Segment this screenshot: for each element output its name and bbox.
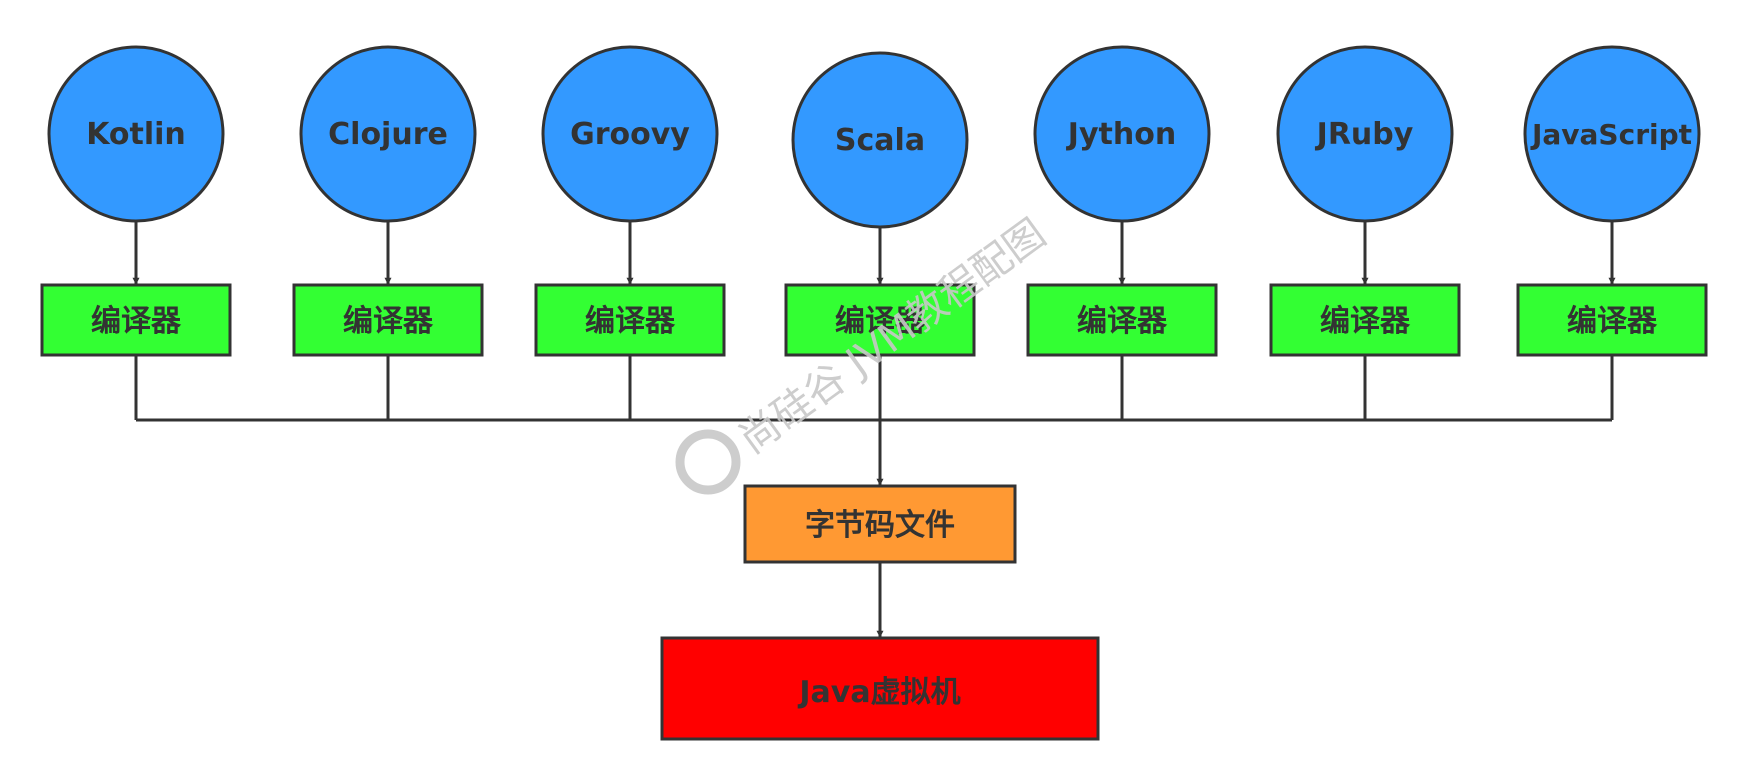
compiler-label: 编译器 (91, 304, 182, 339)
watermark-logo-icon (675, 429, 741, 495)
compiler-box (784, 283, 976, 357)
language-circle (1523, 45, 1701, 223)
node-layer: Kotlin 编译器 Clojure 编译器 Groovy 编译器 Scala 编译器 Jyth… (40, 45, 1708, 357)
compiler-label: 编译器 (1077, 304, 1168, 339)
compiler-label: 编译器 (1320, 304, 1411, 339)
language-node-clojure: Clojure (299, 45, 477, 223)
jvm-node: Java虚拟机 (660, 636, 1100, 741)
language-circle (299, 45, 477, 223)
language-node-jython: Jython (1033, 45, 1211, 223)
language-node-javascript: JavaScript (1523, 45, 1701, 223)
compiler-node: 编译器 (1269, 283, 1461, 357)
compiler-box (292, 283, 484, 357)
jvm-label: Java虚拟机 (797, 675, 960, 710)
language-node-groovy: Groovy (541, 45, 719, 223)
language-label: Groovy (570, 117, 690, 152)
compiler-label: 编译器 (1567, 304, 1658, 339)
bytecode-node: 字节码文件 (743, 484, 1017, 564)
language-circle (541, 45, 719, 223)
compiler-label: 编译器 (585, 304, 676, 339)
language-circle (791, 51, 969, 229)
compiler-node: 编译器 (784, 283, 976, 357)
compiler-box (40, 283, 232, 357)
language-label: JavaScript (1530, 118, 1692, 151)
compiler-label: 编译器 (343, 304, 434, 339)
language-circle (47, 45, 225, 223)
watermark-text: 尚硅谷 JVM教程配图 (731, 211, 1054, 464)
bytecode-box (743, 484, 1017, 564)
language-circle (1033, 45, 1211, 223)
language-label: Jython (1066, 117, 1176, 152)
compiler-node: 编译器 (40, 283, 232, 357)
compiler-box (1269, 283, 1461, 357)
connector-layer (132, 221, 1616, 638)
language-node-kotlin: Kotlin (47, 45, 225, 223)
language-label: Clojure (328, 117, 448, 152)
language-label: Scala (835, 123, 925, 158)
language-node-jruby: JRuby (1276, 45, 1454, 223)
language-label: Kotlin (86, 117, 186, 152)
language-circle (1276, 45, 1454, 223)
compiler-box (1026, 283, 1218, 357)
compiler-node: 编译器 (1026, 283, 1218, 357)
language-node-scala: Scala (791, 51, 969, 229)
bytecode-label: 字节码文件 (805, 508, 955, 543)
language-label: JRuby (1315, 117, 1414, 152)
compiler-node: 编译器 (292, 283, 484, 357)
jvm-box (660, 636, 1100, 741)
compiler-box (1516, 283, 1708, 357)
watermark: 尚硅谷 JVM教程配图 (675, 211, 1054, 495)
compiler-box (534, 283, 726, 357)
compiler-node: 编译器 (534, 283, 726, 357)
compiler-label: 编译器 (835, 304, 926, 339)
compiler-node: 编译器 (1516, 283, 1708, 357)
